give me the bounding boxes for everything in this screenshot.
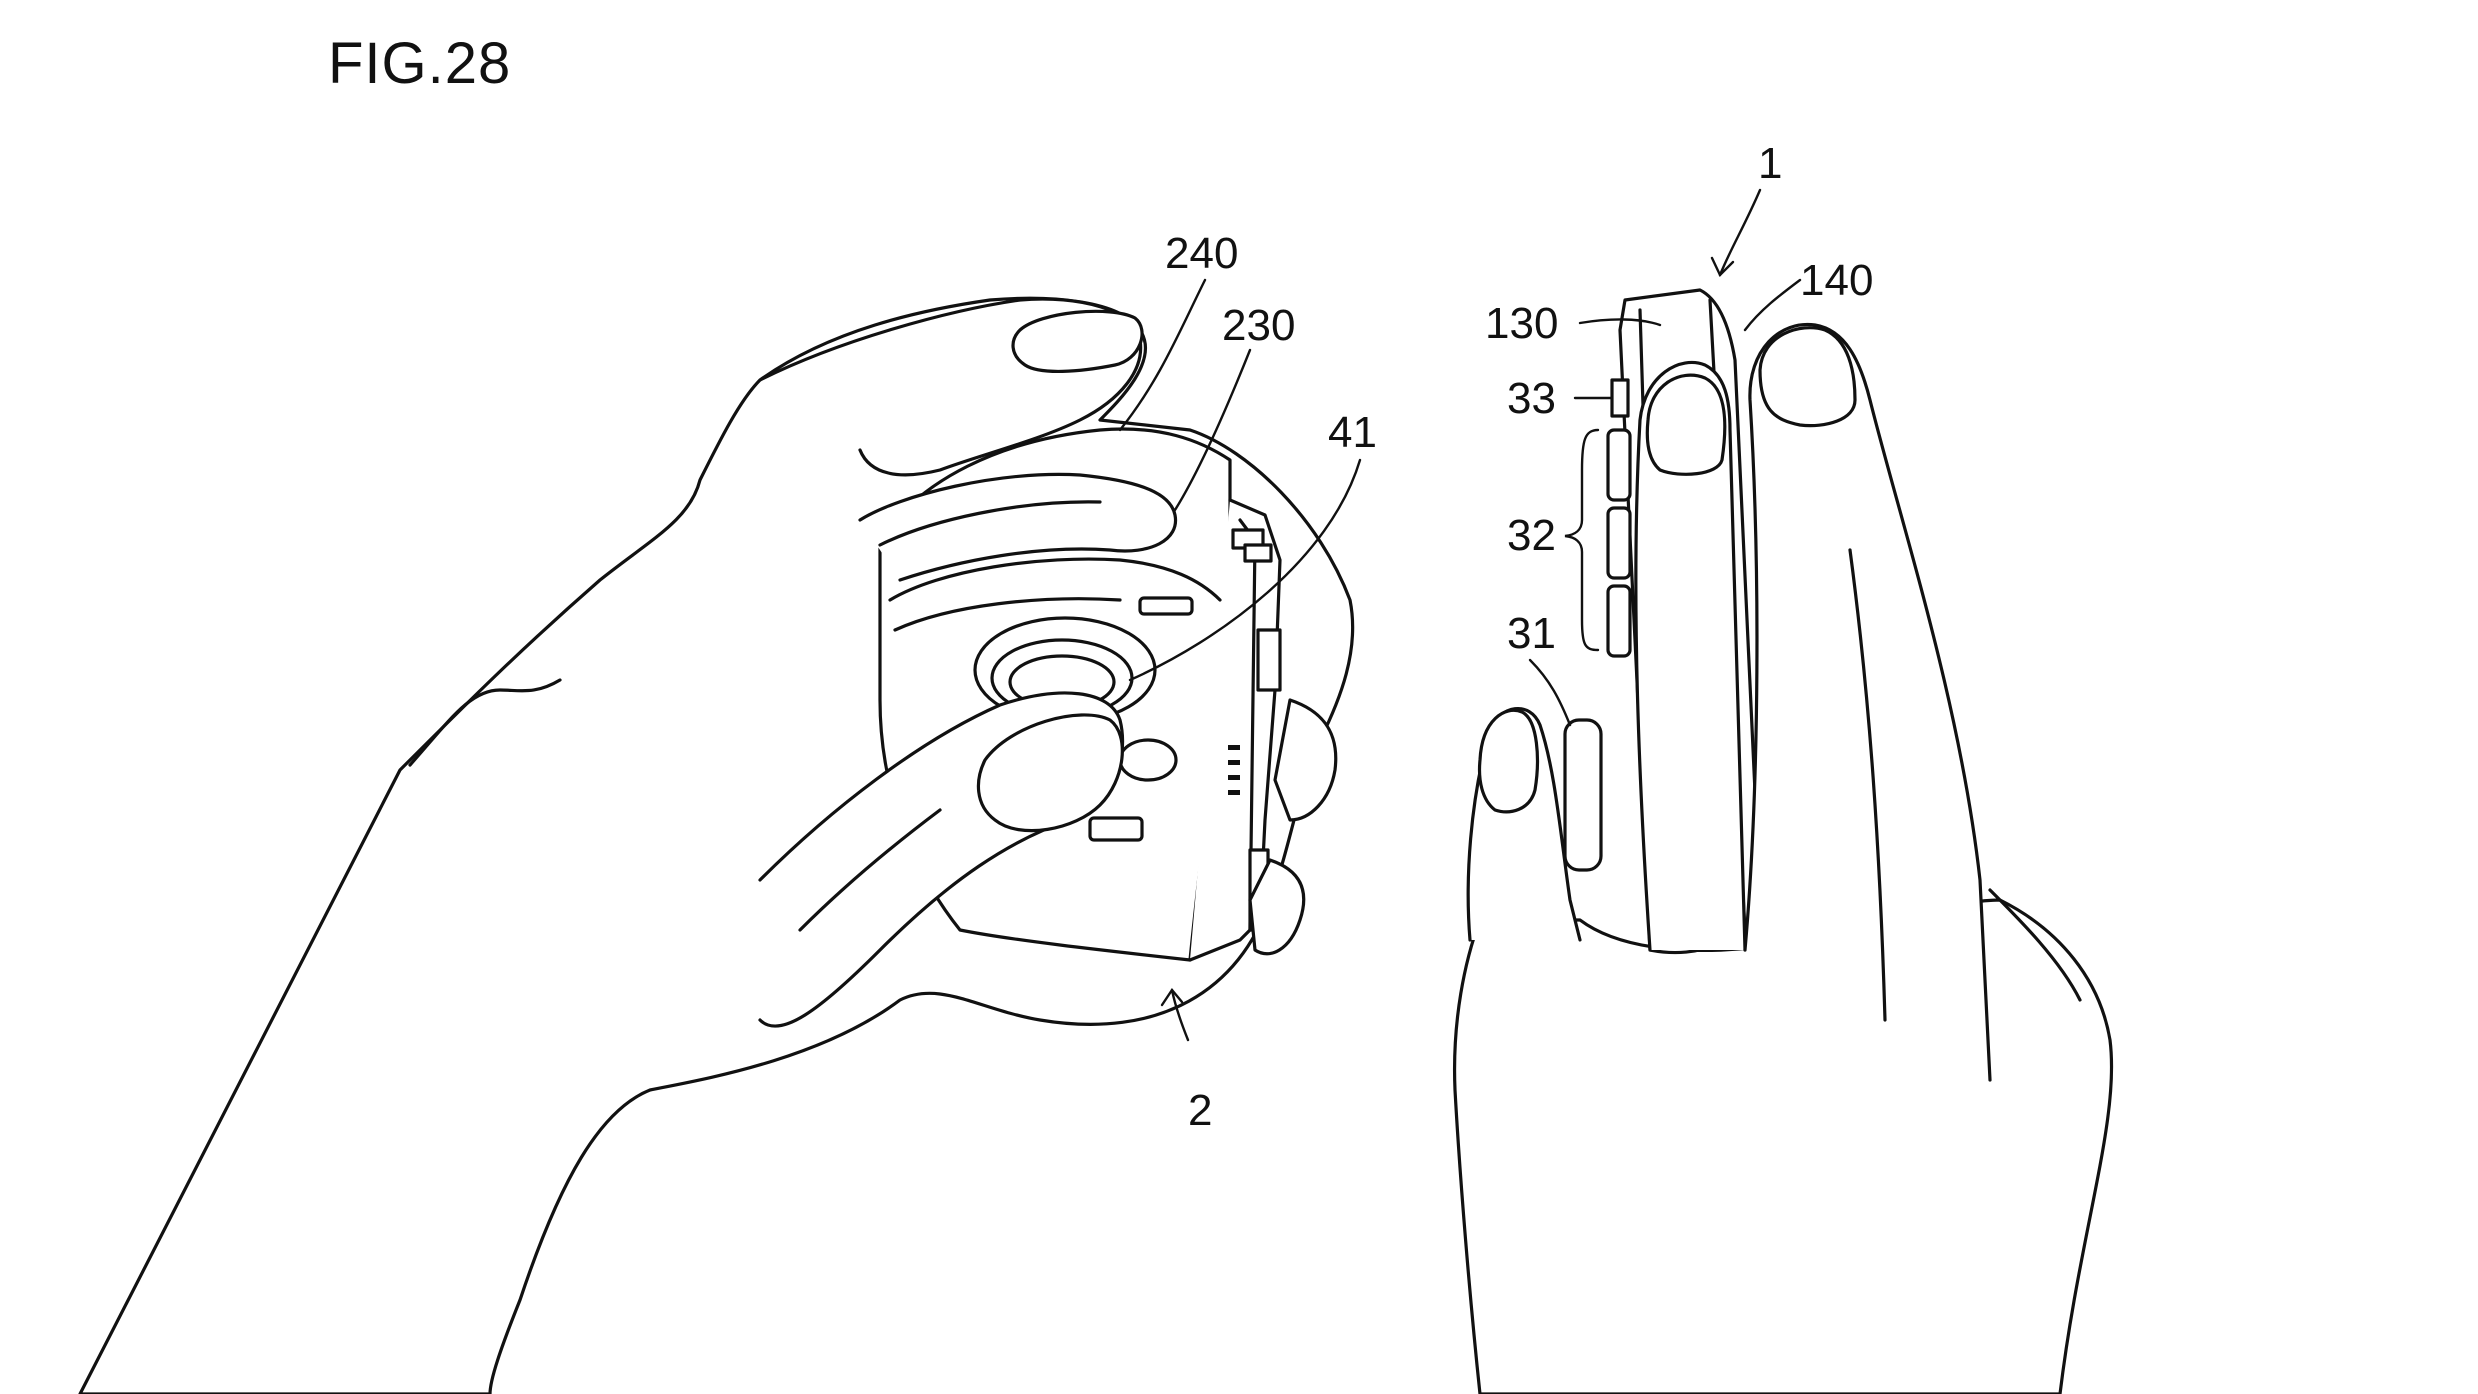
label-31: 31: [1507, 609, 1556, 658]
label-2: 2: [1188, 1086, 1212, 1135]
leader-31: [1528, 658, 1572, 727]
left-wrist-line: [408, 678, 562, 767]
controller-1-button-32a: [1606, 428, 1632, 502]
controller-2-minus-button: [1138, 596, 1194, 616]
left-ring-finger: [1273, 698, 1338, 822]
label-140: 140: [1800, 256, 1873, 305]
controller-2-sl-button: [1243, 543, 1273, 563]
right-index-nail: [1645, 373, 1727, 476]
right-hand-back-edge: [1988, 888, 2082, 1002]
label-1: 1: [1758, 139, 1782, 188]
controller-2-rail: [1188, 498, 1282, 962]
label-240: 240: [1165, 229, 1238, 278]
leader-41: [1128, 458, 1362, 682]
right-finger-crease: [1848, 548, 1887, 1022]
controller-2-capture-button: [1088, 816, 1144, 842]
leader-1-arrow-shaft: [1718, 188, 1762, 277]
label-32: 32: [1507, 511, 1556, 560]
left-middle-finger-crease: [878, 500, 1102, 547]
label-130: 130: [1485, 299, 1558, 348]
right-thumb-nail: [1477, 708, 1540, 814]
leader-230: [1173, 348, 1252, 512]
right-hand-illustration: [1452, 288, 2114, 1394]
controller-1-button-32c: [1606, 584, 1632, 658]
rail-tab-2: [1256, 628, 1282, 692]
right-hand-palm: [1452, 898, 2114, 1394]
left-hand-illustration: [78, 296, 1355, 1394]
right-middle-nail: [1758, 326, 1857, 428]
label-41: 41: [1328, 408, 1377, 457]
leader-2-arrow-head: [1160, 987, 1184, 1007]
controller-1-button-31: [1563, 718, 1603, 872]
controller-1-button-32b: [1606, 506, 1632, 580]
controller-2-indicator-leds: [1228, 745, 1240, 795]
left-thumb-nail: [976, 713, 1124, 833]
figure-title: FIG.28: [328, 31, 512, 96]
label-230: 230: [1222, 301, 1295, 350]
controller-2-trigger-edge-2: [893, 597, 1122, 632]
controller-1-button-33: [1610, 378, 1630, 418]
left-pinky-finger: [1248, 858, 1306, 956]
controller-2-trigger-edge: [888, 557, 1222, 602]
left-thumb-crease: [798, 808, 942, 932]
leader-130: [1578, 318, 1662, 327]
leader-2-arrow-shaft: [1170, 988, 1190, 1042]
leader-140: [1743, 278, 1802, 332]
leader-240: [1118, 278, 1207, 432]
left-index-nail: [1011, 309, 1144, 373]
bracket-32: [1564, 428, 1600, 652]
right-index-finger: [1634, 360, 1747, 952]
controller-2-dpad-button: [1118, 738, 1178, 782]
leader-lines: [1118, 188, 1802, 1042]
label-33: 33: [1507, 374, 1556, 423]
leader-1-arrow-head: [1710, 256, 1735, 278]
